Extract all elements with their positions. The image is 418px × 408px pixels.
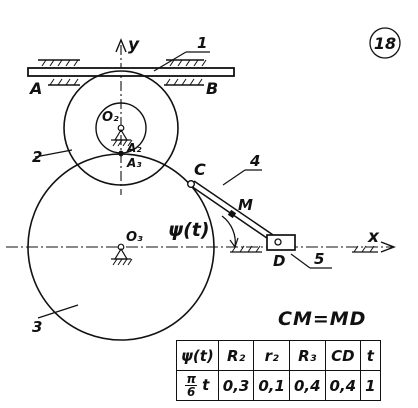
header-t: t — [360, 340, 381, 371]
part-2-label: 2 — [32, 148, 42, 166]
rod-4-upper-edge — [193, 180, 280, 240]
point-a2-label: A₂ — [126, 141, 142, 155]
point-a3-label: A₃ — [126, 156, 142, 170]
pivot-o2-support — [111, 124, 133, 147]
rack-ground-bottom-right — [164, 78, 204, 86]
value-psi: π 6 t — [176, 370, 219, 401]
point-o3-label: O₃ — [126, 230, 143, 245]
leader-3 — [37, 304, 79, 319]
point-o2-label: O₂ — [102, 110, 119, 125]
part-5-label: 5 — [314, 250, 324, 268]
parameter-table: ψ(t) R₂ r₂ R₃ CD t π 6 t 0,3 0,1 0,4 0,4… — [176, 340, 381, 401]
x-axis-arrow — [380, 241, 396, 253]
header-cd: CD — [324, 340, 362, 371]
header-psi: ψ(t) — [176, 340, 219, 371]
y-axis-arrow — [115, 38, 127, 53]
gear-2-outer-circle — [63, 70, 179, 186]
leader-1 — [153, 51, 187, 72]
point-a3-dot — [118, 151, 124, 157]
point-m-marker — [227, 209, 237, 219]
x-axis-label: x — [367, 227, 380, 247]
point-c-label: C — [194, 160, 206, 179]
psi-denominator: 6 — [187, 385, 196, 399]
header-r2-big: R₂ — [217, 340, 255, 371]
table-header-row: ψ(t) R₂ r₂ R₃ CD t — [176, 340, 381, 371]
value-r2-big: 0,3 — [217, 370, 255, 401]
psi-variable: t — [202, 376, 210, 394]
leader-2 — [34, 149, 73, 158]
point-c-hinge — [186, 179, 195, 188]
value-r2-small: 0,1 — [253, 370, 290, 401]
leader-4 — [222, 169, 246, 186]
psi-numerator: π — [185, 372, 197, 386]
guide-ground-left — [230, 245, 262, 253]
point-b-label: B — [206, 79, 218, 98]
point-a-label: A — [28, 79, 42, 98]
point-m-label: M — [238, 196, 253, 214]
condition-text: CM=MD — [278, 308, 367, 330]
part-4-label: 4 — [249, 152, 260, 170]
problem-number-circle — [369, 27, 401, 59]
header-r3: R₃ — [288, 340, 326, 371]
table-value-row: π 6 t 0,3 0,1 0,4 0,4 1 — [176, 370, 381, 401]
pivot-o3-support — [111, 243, 133, 266]
problem-number: 18 — [374, 34, 396, 53]
rack-ground-left — [38, 59, 80, 67]
guide-ground-right — [352, 245, 378, 253]
leader-5 — [290, 253, 311, 269]
point-d-label: D — [273, 252, 285, 270]
rack-ground-bottom-left — [48, 78, 80, 86]
header-r2-small: r₂ — [253, 340, 290, 371]
point-d-hinge — [274, 238, 282, 246]
angle-psi-label: ψ(t) — [168, 219, 210, 241]
angle-psi-arc — [221, 215, 236, 248]
y-axis-label: y — [128, 35, 140, 55]
angle-psi-arrow — [229, 237, 239, 249]
part-1-label: 1 — [197, 34, 207, 52]
value-r3: 0,4 — [288, 370, 326, 401]
part-3-label: 3 — [32, 318, 42, 336]
value-cd: 0,4 — [324, 370, 362, 401]
value-t: 1 — [360, 370, 381, 401]
psi-fraction: π 6 — [185, 373, 197, 398]
